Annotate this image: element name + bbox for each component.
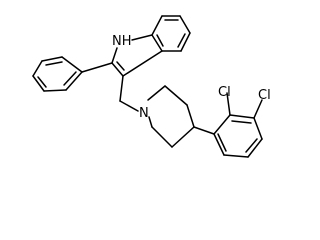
nh-label: NH — [112, 34, 132, 49]
methylene-linker — [119, 75, 139, 112]
dichlorophenyl-ring — [193, 92, 263, 158]
indole-pyrrole-ring — [111, 34, 163, 77]
structure-drawing: NH N Cl Cl — [32, 15, 271, 158]
indole-benzene-ring — [151, 15, 191, 52]
nitrogen-label: N — [139, 106, 149, 121]
phenyl-ring — [32, 56, 113, 92]
chlorine-label-2: Cl — [258, 88, 271, 103]
chlorine-label-1: Cl — [218, 85, 231, 100]
molecule-canvas: NH N Cl Cl — [32, 15, 271, 158]
piperidine-ring — [147, 85, 195, 148]
